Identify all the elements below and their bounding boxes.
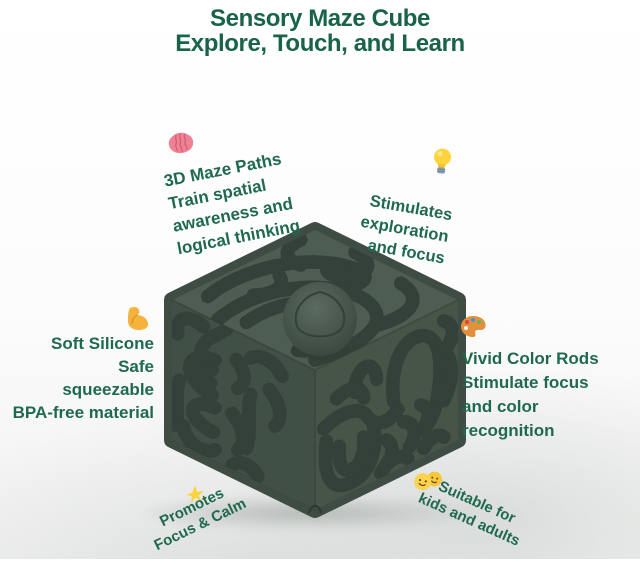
callout-line: Stimulate focus	[462, 373, 589, 392]
title-line1: Sensory Maze Cube	[210, 5, 430, 32]
sparkles-icon	[186, 485, 204, 503]
callout-line: BPA-free material	[12, 403, 154, 422]
smiling-faces-icon	[414, 471, 443, 491]
cube-right-face	[315, 300, 458, 510]
callout-material: Soft Silicone Safe squeezable BPA-free m…	[2, 306, 154, 424]
bottom-knob	[307, 504, 323, 514]
page-title: Sensory Maze Cube Explore, Touch, and Le…	[0, 6, 640, 56]
callout-line: recognition	[462, 421, 555, 440]
callout-focus-calm: Promotes Focus & Calm	[122, 485, 270, 554]
cube-left-face	[172, 300, 315, 510]
callout-line: squeezable	[62, 380, 154, 399]
callout-line: Safe	[118, 357, 154, 376]
top-knob	[283, 282, 357, 360]
callout-line: Soft Silicone	[51, 334, 154, 353]
flexed-biceps-icon	[128, 306, 149, 330]
callout-audience: Suitable for kids and adults	[392, 471, 554, 550]
title-line2: Explore, Touch, and Learn	[175, 30, 465, 57]
callout-line: Vivid Color Rods	[462, 349, 599, 368]
callout-line: and color	[462, 397, 539, 416]
palette-icon	[461, 316, 486, 337]
brain-icon	[168, 132, 194, 154]
sensory-maze-cube-render	[164, 222, 466, 518]
callout-color-rods: Vivid Color Rods Stimulate focus and col…	[461, 316, 640, 443]
lightbulb-icon	[434, 148, 452, 174]
